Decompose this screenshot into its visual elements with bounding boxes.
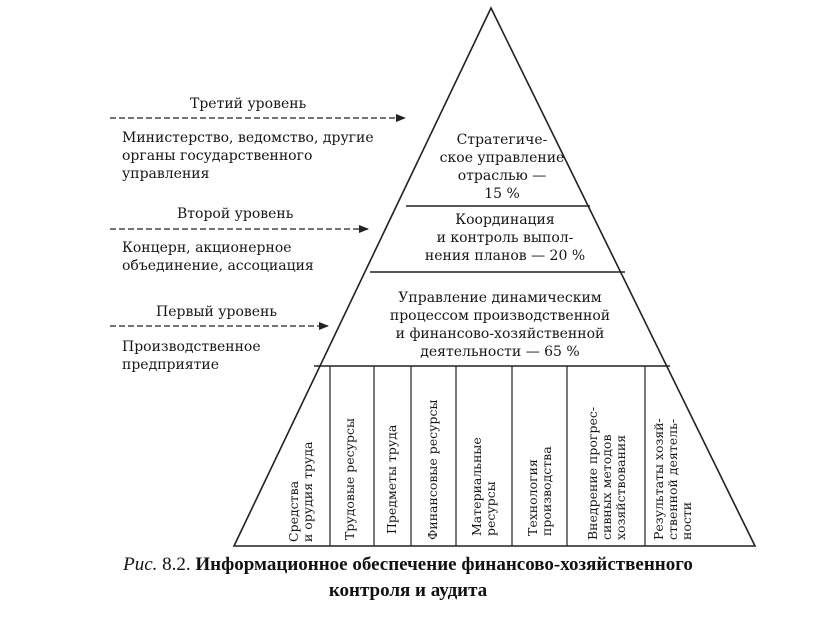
figure-caption: Рис. 8.2. Информационное обеспечение фин…	[0, 553, 816, 577]
resource-labor: Трудовые ресурсы	[342, 418, 357, 540]
level-3-description: Министерство, ведомство, другие органы г…	[122, 130, 374, 182]
caption-prefix: Рис.	[123, 554, 158, 575]
resource-progressive-methods: Внедрение прогрес- сивных методов хозяйс…	[585, 406, 628, 540]
resource-material: Материальные ресурсы	[469, 437, 498, 536]
level-2-name: Второй уровень	[177, 206, 294, 222]
resource-production-technology: Технология производства	[525, 446, 554, 536]
resource-financial: Финансовые ресурсы	[425, 399, 440, 540]
level-3-name: Третий уровень	[190, 96, 307, 112]
resource-tools-of-labor: Средства и орудия труда	[286, 441, 315, 543]
caption-number: 8.2.	[162, 554, 191, 575]
level-1-name: Первый уровень	[156, 304, 278, 320]
tier-strategic-management: Стратегиче- ское управление отраслью — 1…	[439, 132, 565, 202]
figure-caption-line2: контроля и аудита	[0, 579, 816, 603]
caption-title-line2: контроля и аудита	[328, 580, 488, 601]
resource-economic-results: Результаты хозяй- ственной деятель- ност…	[651, 418, 694, 540]
level-2-description: Концерн, акционерное объединение, ассоци…	[122, 240, 314, 274]
level-1-description: Производственное предприятие	[122, 339, 261, 373]
caption-title-line1: Информационное обеспечение финансово-хоз…	[195, 554, 693, 575]
resource-objects-of-labor: Предметы труда	[384, 424, 399, 534]
resource-column-dividers	[329, 366, 646, 546]
tier-dynamic-management: Управление динамическим процессом произв…	[389, 290, 611, 360]
tier-coordination-control: Координация и контроль выпол- нения план…	[424, 212, 586, 264]
pyramid-outline	[232, 6, 757, 547]
